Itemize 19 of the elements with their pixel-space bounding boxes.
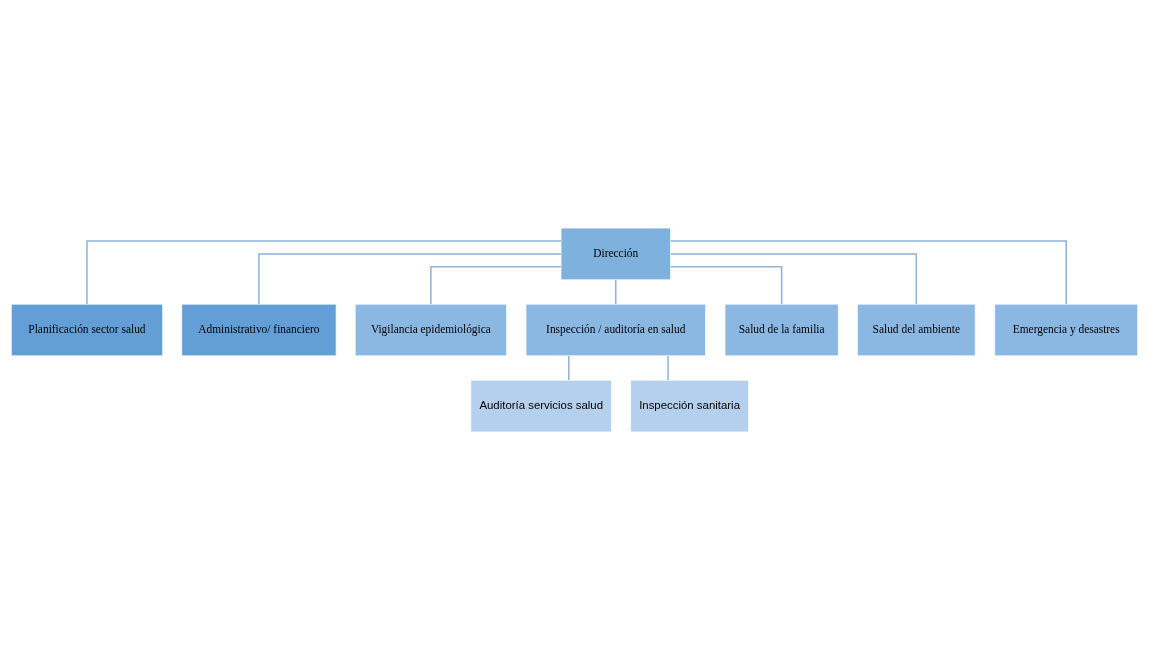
connector xyxy=(670,252,918,305)
node-box: Dirección xyxy=(560,227,671,280)
connector xyxy=(430,265,562,305)
node-box: Vigilancia epidemiológica xyxy=(354,303,507,356)
connector xyxy=(615,278,617,305)
node-box: Inspección / auditoría en salud xyxy=(525,303,706,356)
node-box: Inspección sanitaria xyxy=(630,379,749,432)
node-box: Salud de la familia xyxy=(724,303,839,356)
connector xyxy=(86,239,562,305)
node-box: Emergencia y desastres xyxy=(994,303,1139,356)
connector xyxy=(667,354,669,381)
connector xyxy=(568,354,570,381)
node-box: Planificación sector salud xyxy=(10,303,164,356)
connector xyxy=(258,252,562,305)
node-box: Auditoría servicios salud xyxy=(470,379,612,432)
node-box: Administrativo/ financiero xyxy=(181,303,337,356)
node-box: Salud del ambiente xyxy=(856,303,976,356)
connector xyxy=(670,265,783,305)
connector xyxy=(670,239,1067,305)
